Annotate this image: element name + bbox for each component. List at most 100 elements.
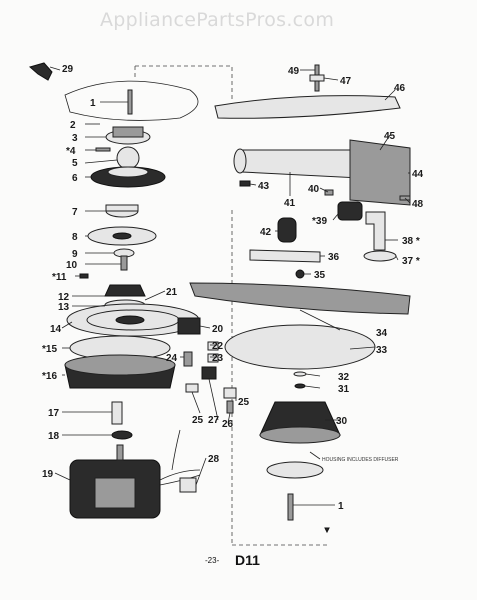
callout-12: 12 <box>58 292 70 303</box>
screw-part-4[interactable] <box>95 147 111 152</box>
diffuser-screen <box>266 461 324 479</box>
tube-end-part-41 <box>233 148 247 174</box>
callout-16: *16 <box>42 371 57 382</box>
connector-part-28[interactable] <box>179 477 197 493</box>
callout-8: 8 <box>72 232 78 243</box>
callout-34: 34 <box>376 328 388 339</box>
watermark: AppliancePartsPros.com <box>100 9 334 31</box>
callout-44: 44 <box>412 169 424 180</box>
callout-20: 20 <box>212 324 224 335</box>
valve-part-27[interactable] <box>201 366 217 380</box>
callout-33: 33 <box>376 345 388 356</box>
callout-42: 42 <box>260 227 272 238</box>
callout-23: 23 <box>212 353 224 364</box>
callout-30: 30 <box>336 416 348 427</box>
callout-43: 43 <box>258 181 270 192</box>
coupling-part-39[interactable] <box>337 201 363 221</box>
housing-note: HOUSING INCLUDES DIFFUSER <box>322 457 399 463</box>
hub-body-part-7 <box>105 204 139 212</box>
fitting-part-23[interactable] <box>207 353 219 363</box>
callout-21: 21 <box>166 287 178 298</box>
callout-14: 14 <box>50 324 62 335</box>
motor-shaft <box>116 444 124 461</box>
washer-part-18[interactable] <box>111 430 133 440</box>
callout-26: 26 <box>222 419 234 430</box>
spray-disc-part-33[interactable] <box>224 324 376 370</box>
callout-7: 7 <box>72 207 78 218</box>
callout-45: 45 <box>384 131 396 142</box>
clamp-part-25a[interactable] <box>185 383 199 393</box>
callout-25b: 25 <box>238 397 250 408</box>
bracket-part-20[interactable] <box>177 317 201 335</box>
callout-40: 40 <box>308 184 320 195</box>
hose-part-28[interactable] <box>171 429 181 471</box>
callout-17: 17 <box>48 408 60 419</box>
heater-loop-part-2[interactable] <box>64 80 199 121</box>
cover-top-part-6 <box>107 166 149 178</box>
callout-10: 10 <box>66 260 78 271</box>
bracket-part-29[interactable] <box>28 62 53 81</box>
pump-body-top-part-16 <box>64 354 176 376</box>
marker-triangle <box>324 527 330 534</box>
page-number: -23- <box>205 556 220 565</box>
diffuser-part-37[interactable] <box>363 250 397 262</box>
callout-31: 31 <box>338 384 350 395</box>
callout-4: *4 <box>66 146 76 157</box>
callout-2: 2 <box>70 120 76 131</box>
diagram-code: D11 <box>235 552 260 568</box>
pump-housing-base-part-30 <box>259 426 341 444</box>
spray-tube-part-41[interactable] <box>237 149 361 179</box>
bushing-part-42[interactable] <box>277 217 297 243</box>
nut-part-35[interactable] <box>295 269 305 279</box>
callout-27: 27 <box>208 415 220 426</box>
callout-29: 29 <box>62 64 74 75</box>
screw-part-11[interactable] <box>79 273 89 279</box>
upper-spray-arm-part-46[interactable] <box>214 95 401 119</box>
callout-25a: 25 <box>192 415 204 426</box>
motor-windings <box>94 477 136 509</box>
callout-6: 6 <box>72 173 78 184</box>
callout-36: 36 <box>328 252 340 263</box>
washer-part-32[interactable] <box>293 371 307 377</box>
callout-3: 3 <box>72 133 78 144</box>
fitting-part-26[interactable] <box>226 400 234 414</box>
elbow-part-38[interactable] <box>365 211 386 251</box>
callout-9: 9 <box>72 249 78 260</box>
callout-24: 24 <box>166 353 178 364</box>
callout-49: 49 <box>288 66 300 77</box>
lower-spray-arm-part-34[interactable] <box>189 282 411 315</box>
gear-part-5[interactable] <box>116 146 140 170</box>
clip-part-43[interactable] <box>239 180 251 187</box>
nut-part-47[interactable] <box>309 74 325 82</box>
spring-part-24[interactable] <box>183 351 193 367</box>
nut-part-31[interactable] <box>294 383 306 389</box>
disk-center-part-8 <box>112 232 132 240</box>
callout-1-lower: 1 <box>338 501 344 512</box>
callout-39: *39 <box>312 216 327 227</box>
callout-22: 22 <box>212 341 224 352</box>
mount-plate-part-44[interactable] <box>349 139 411 206</box>
screw-part-1-lower[interactable] <box>287 493 294 521</box>
callout-48: 48 <box>412 199 424 210</box>
ring-center-part-21[interactable] <box>115 315 145 325</box>
screw-part-1[interactable] <box>127 89 133 115</box>
callout-18: 18 <box>48 431 60 442</box>
callout-38: 38 * <box>402 236 420 247</box>
callout-5: 5 <box>72 158 78 169</box>
clamp-part-25b[interactable] <box>223 387 237 399</box>
impeller-part-12[interactable] <box>104 284 146 297</box>
housing-note-leader <box>309 451 321 460</box>
callout-46: 46 <box>394 83 406 94</box>
shaft-part-10[interactable] <box>120 255 128 271</box>
screw-part-40[interactable] <box>324 189 334 196</box>
callout-37: 37 * <box>402 256 420 267</box>
callout-35: 35 <box>314 270 326 281</box>
fitting-part-22[interactable] <box>207 341 219 351</box>
shaft-part-17[interactable] <box>111 401 123 425</box>
callout-19: 19 <box>42 469 54 480</box>
impeller-hub-part-3[interactable] <box>112 126 144 138</box>
callout-13: 13 <box>58 302 70 313</box>
bearing-bar-part-36[interactable] <box>249 249 321 263</box>
callout-11: *11 <box>52 272 67 283</box>
